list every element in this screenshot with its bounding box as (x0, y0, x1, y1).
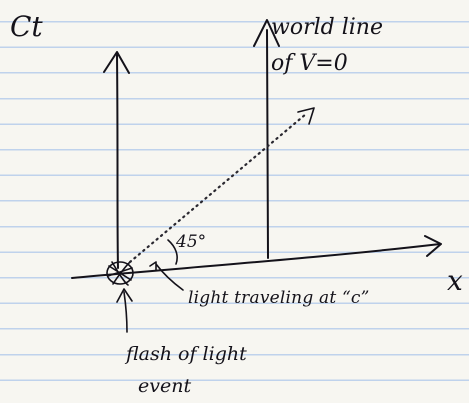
light-ray-dotted-line (128, 112, 308, 264)
event-marker (106, 261, 134, 286)
angle-arc (167, 239, 178, 265)
space-axis (71, 235, 442, 279)
world-line-label-line1: world line (271, 15, 383, 40)
flash-label-line2: event (138, 375, 191, 397)
time-axis-line (116, 54, 119, 269)
space-axis-arrowhead (424, 235, 442, 257)
time-axis-label: Ct (10, 10, 43, 43)
space-axis-line (71, 243, 441, 279)
space-axis-label: x (447, 264, 463, 297)
flash-label-pointer (116, 288, 133, 333)
flash-label-line1: flash of light (124, 343, 247, 365)
world-line-label-line2: of V=0 (271, 51, 348, 76)
angle-label: 45° (175, 232, 206, 252)
time-axis-arrowhead (103, 51, 130, 74)
world-line-path (266, 29, 269, 259)
light-label: light traveling at “c” (188, 288, 369, 308)
world-line-arrowhead (253, 19, 280, 47)
world-line (253, 19, 280, 259)
time-axis (103, 51, 130, 269)
light-label-pointer (149, 261, 184, 291)
light-ray (128, 107, 315, 264)
light-ray-arrowhead (297, 107, 315, 125)
